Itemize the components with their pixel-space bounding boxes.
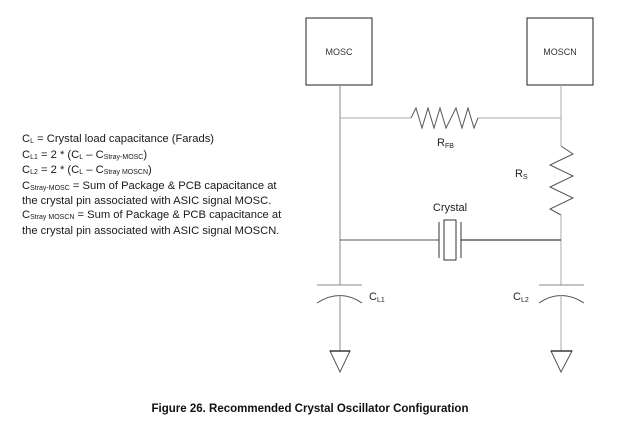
crystal-label: Crystal [433,202,467,214]
definition-text: C [22,133,31,145]
subscript: Stray-MOSC [30,184,70,192]
definition-text: – C [83,148,104,161]
subscript: L [79,153,84,161]
definition-text: ) [148,164,152,177]
subscript: L2 [30,169,38,177]
definition-line: CL1 = 2 * (CL – CStray-MOSC) [22,149,281,165]
definition-text: C [22,208,31,221]
definition-text: – C [83,164,104,177]
mosc-block [305,17,373,86]
definition-text: = 2 * (C [37,148,80,161]
definition-text: = Sum of Package & PCB capacitance at [74,208,282,221]
rfb-resistor-symbol [410,106,452,130]
subscript: L1 [30,153,38,161]
definition-text: C [22,164,31,177]
moscn-block [526,17,594,86]
definition-text: ) [143,148,148,161]
rs-label: RS [515,168,528,181]
mosc-label: MOSC [326,47,354,57]
rfb-label: RFB [437,137,454,150]
definition-text: = Crystal load capacitance (Farads) [34,133,215,145]
cl1-label: CL1 [369,291,385,304]
subscript: L [30,138,34,145]
subscript: Stray-MOSC [103,153,144,161]
definition-line: the crystal pin associated with ASIC sig… [22,225,281,239]
rs-resistor-symbol [548,145,575,216]
definition-line: CStray-MOSC = Sum of Package & PCB capac… [22,180,281,196]
crystal-body [443,219,457,261]
figure-caption: Figure 26. Recommended Crystal Oscillato… [151,403,469,415]
cl2-label: CL2 [513,291,529,304]
definition-text: = 2 * (C [37,164,80,177]
subscript: L [79,169,84,177]
definition-line: CStray MOSCN = Sum of Package & PCB capa… [22,209,281,225]
rfb-resistor-tail [450,106,479,130]
subscript: Stray MOSCN [103,169,149,177]
definition-text: the crystal pin associated with ASIC sig… [22,195,272,208]
definition-text: the crystal pin associated with ASIC sig… [22,224,280,237]
capacitance-definitions: CL = Crystal load capacitance (Farads)CL… [22,133,281,238]
moscn-label: MOSCN [543,47,577,57]
ground-icon-left [329,350,351,374]
subscript: Stray MOSCN [30,213,75,221]
definition-text: C [22,179,31,192]
definition-line: CL = Crystal load capacitance (Farads) [22,133,281,149]
definition-text: = Sum of Package & PCB capacitance at [69,179,277,192]
definition-line: the crystal pin associated with ASIC sig… [22,195,281,209]
ground-icon-right [550,350,573,374]
definition-line: CL2 = 2 * (CL – CStray MOSCN) [22,164,281,180]
definition-text: C [22,148,31,161]
